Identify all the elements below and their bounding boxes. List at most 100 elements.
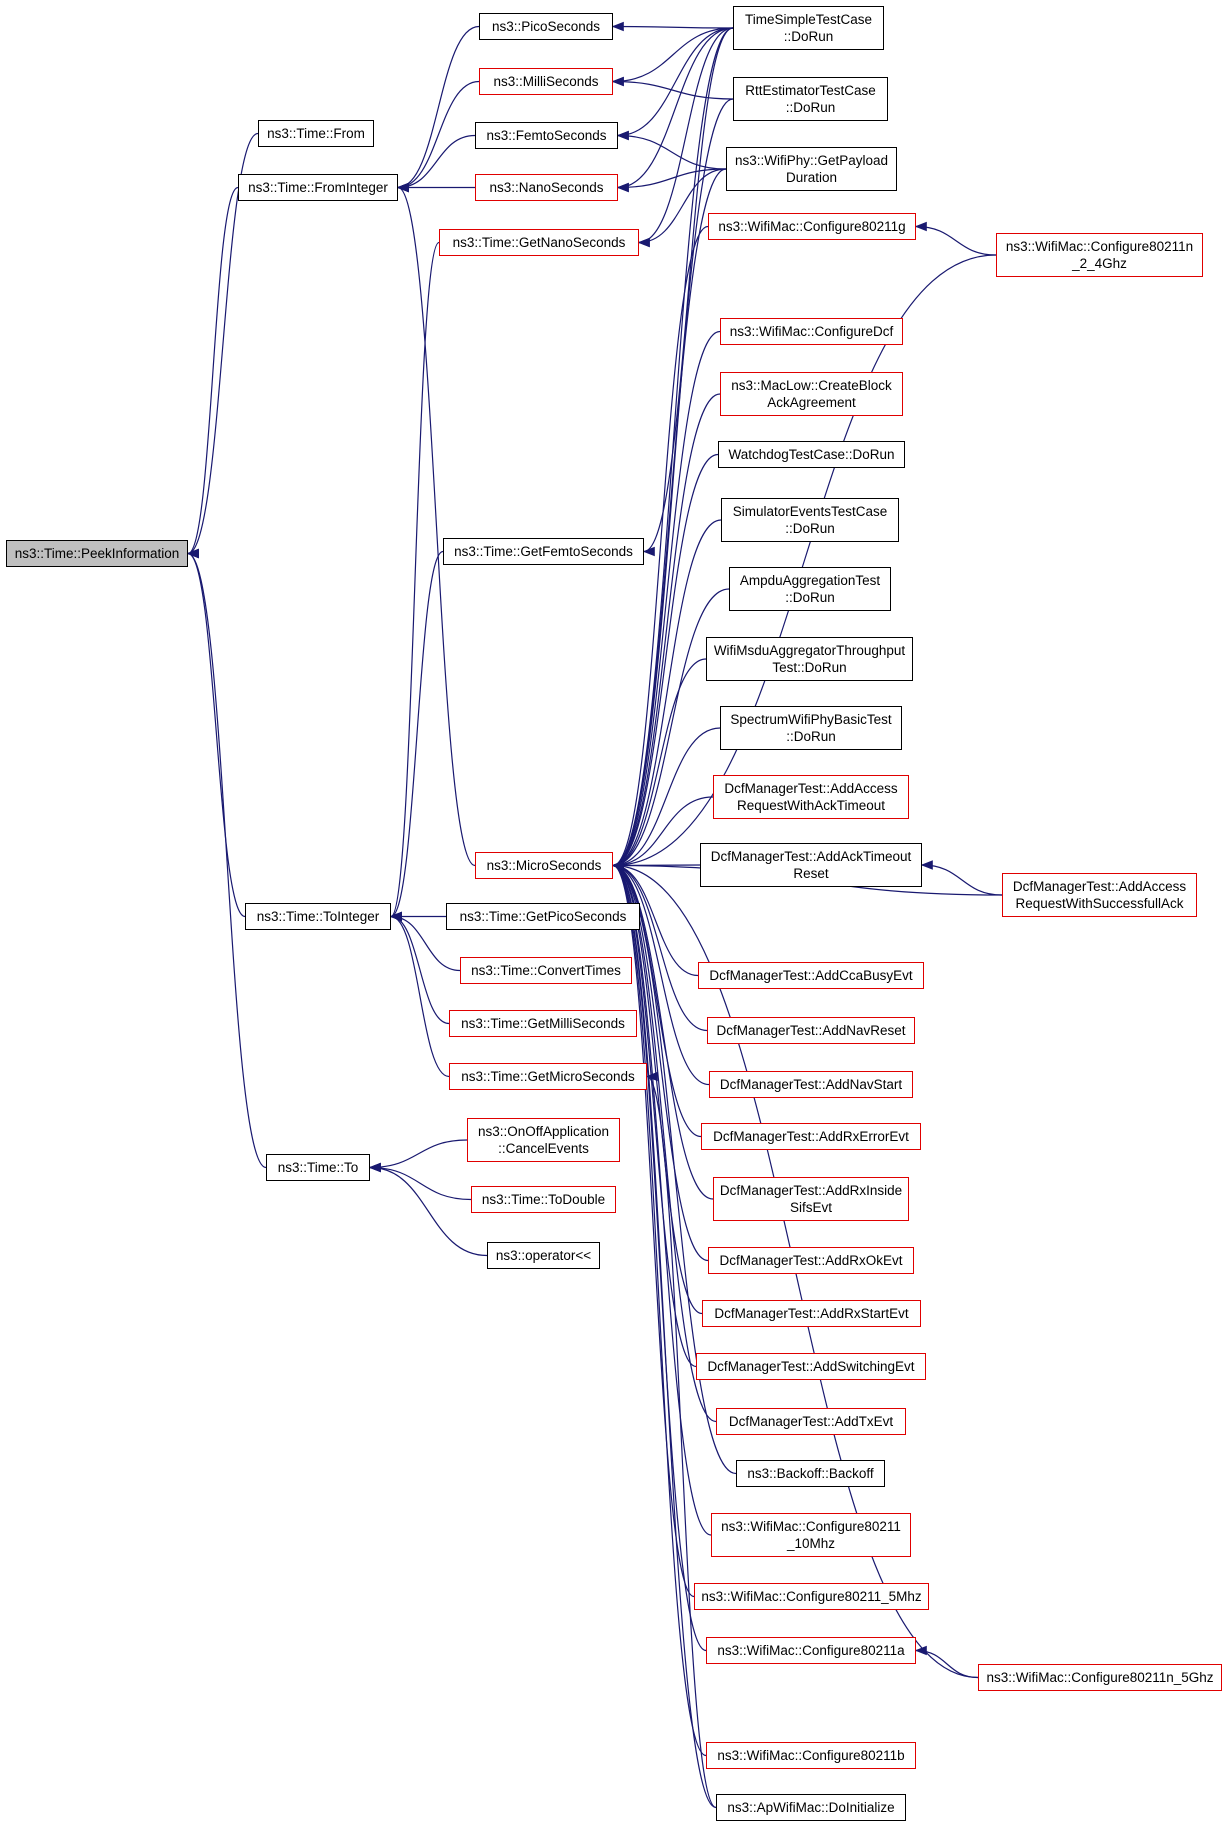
node-femto[interactable]: ns3::FemtoSeconds [475,122,618,149]
node-operator[interactable]: ns3::operator<< [487,1242,600,1269]
node-label: SimulatorEventsTestCase ::DoRun [732,504,888,536]
edge-tointeger-to-peek [186,548,246,918]
node-cfgdcf[interactable]: ns3::WifiMac::ConfigureDcf [720,318,903,345]
edge-wifiphy-to-femto [616,130,727,170]
node-msdu[interactable]: WifiMsduAggregatorThroughput Test::DoRun [706,637,913,681]
node-label: ns3::operator<< [495,1248,592,1263]
node-cfg11b[interactable]: ns3::WifiMac::Configure80211b [706,1742,916,1769]
edge-getnano-to-tointeger [389,241,440,921]
node-tointeger[interactable]: ns3::Time::ToInteger [245,903,391,930]
node-dcfnavreset[interactable]: DcfManagerTest::AddNavReset [707,1017,915,1044]
node-cfg5mhz[interactable]: ns3::WifiMac::Configure80211_5Mhz [694,1583,929,1610]
node-cfg11a[interactable]: ns3::WifiMac::Configure80211a [706,1637,916,1664]
node-to[interactable]: ns3::Time::To [266,1154,370,1181]
node-label: ns3::OnOffApplication ::CancelEvents [477,1124,610,1156]
node-watchdog[interactable]: WatchdogTestCase::DoRun [718,441,905,468]
node-label: TimeSimpleTestCase ::DoRun [744,12,873,44]
node-dcfaccesssucc[interactable]: DcfManagerTest::AddAccess RequestWithSuc… [1002,873,1197,917]
node-backoff[interactable]: ns3::Backoff::Backoff [736,1460,885,1487]
node-dcfrxinside[interactable]: DcfManagerTest::AddRxInside SifsEvt [713,1177,909,1221]
edge-cfg11n5-to-cfg11a [914,1645,979,1679]
node-spectrum[interactable]: SpectrumWifiPhyBasicTest ::DoRun [720,706,902,750]
node-label: ns3::PicoSeconds [491,19,601,34]
node-label: DcfManagerTest::AddAccess RequestWithSuc… [1012,879,1187,911]
node-getpico[interactable]: ns3::Time::GetPicoSeconds [446,903,640,930]
node-dcfacktimeout[interactable]: DcfManagerTest::AddAckTimeout Reset [700,843,922,887]
node-getmilli[interactable]: ns3::Time::GetMilliSeconds [449,1010,637,1037]
node-dcfcca[interactable]: DcfManagerTest::AddCcaBusyEvt [698,962,924,989]
node-label: ns3::Time::To [277,1160,359,1175]
edge-to-to-peek [186,548,267,1169]
node-dcfrxok[interactable]: DcfManagerTest::AddRxOkEvt [708,1247,914,1274]
edge-getmicro-to-tointeger [389,911,450,1078]
node-label: ns3::WifiMac::Configure80211_5Mhz [701,1589,922,1604]
edge-dcfrxinside-to-micro [611,860,714,1200]
node-label: ns3::Time::GetFemtoSeconds [454,544,633,559]
node-todouble[interactable]: ns3::Time::ToDouble [471,1186,616,1213]
node-simevents[interactable]: SimulatorEventsTestCase ::DoRun [721,498,899,542]
node-cfg11g[interactable]: ns3::WifiMac::Configure80211g [708,213,916,240]
node-cfg11n24[interactable]: ns3::WifiMac::Configure80211n _2_4Ghz [996,233,1203,277]
node-label: ns3::Time::ToDouble [481,1192,606,1207]
edge-operator-to-to [368,1162,488,1257]
node-nano[interactable]: ns3::NanoSeconds [475,174,618,201]
node-dcftx[interactable]: DcfManagerTest::AddTxEvt [716,1408,906,1435]
edge-dcfnavstart-to-micro [611,860,710,1086]
node-label: SpectrumWifiPhyBasicTest ::DoRun [730,712,892,744]
node-getnano[interactable]: ns3::Time::GetNanoSeconds [439,229,639,256]
node-label: ns3::WifiMac::Configure80211 _10Mhz [721,1519,901,1551]
node-label: DcfManagerTest::AddRxOkEvt [719,1253,903,1268]
edge-wifiphy-to-getnano [637,168,727,248]
node-micro[interactable]: ns3::MicroSeconds [475,852,613,879]
node-onoff[interactable]: ns3::OnOffApplication ::CancelEvents [467,1118,620,1162]
node-cfg10mhz[interactable]: ns3::WifiMac::Configure80211 _10Mhz [711,1513,911,1557]
node-label: DcfManagerTest::AddNavStart [719,1077,903,1092]
node-label: AmpduAggregationTest ::DoRun [739,573,881,605]
node-frominteger[interactable]: ns3::Time::FromInteger [238,174,398,201]
edge-pico-to-frominteger [396,25,480,193]
node-dcfnavstart[interactable]: DcfManagerTest::AddNavStart [709,1071,913,1098]
edge-onoff-to-to [368,1139,468,1173]
edge-dcfrxok-to-micro [611,860,709,1262]
edge-cfg11n24-to-cfg11g [914,221,997,256]
node-getmicro[interactable]: ns3::Time::GetMicroSeconds [449,1063,647,1090]
edge-cfg11g-to-micro [611,225,709,871]
node-apwifi[interactable]: ns3::ApWifiMac::DoInitialize [716,1794,906,1821]
node-ampdu[interactable]: AmpduAggregationTest ::DoRun [729,567,891,611]
edge-timesimple-to-getfemto [642,27,734,557]
node-convert[interactable]: ns3::Time::ConvertTimes [460,957,632,984]
edge-dcfrxstart-to-micro [611,860,703,1315]
node-cfg11n5[interactable]: ns3::WifiMac::Configure80211n_5Ghz [978,1664,1222,1691]
edge-micro-to-frominteger [396,182,476,867]
edge-frominteger-to-peek [186,186,239,559]
node-label: ns3::WifiMac::Configure80211g [718,219,906,234]
node-wifiphy[interactable]: ns3::WifiPhy::GetPayload Duration [726,147,897,191]
node-dcfswitch[interactable]: DcfManagerTest::AddSwitchingEvt [696,1353,926,1380]
node-pico[interactable]: ns3::PicoSeconds [479,13,613,40]
node-dcfaccessack[interactable]: DcfManagerTest::AddAccess RequestWithAck… [713,775,909,819]
node-label: DcfManagerTest::AddRxInside SifsEvt [719,1183,903,1215]
edge-msdu-to-micro [611,658,707,871]
node-dcfrxstart[interactable]: DcfManagerTest::AddRxStartEvt [702,1300,921,1327]
node-label: ns3::ApWifiMac::DoInitialize [727,1800,895,1815]
node-milli[interactable]: ns3::MilliSeconds [479,68,613,95]
edge-milli-to-frominteger [396,80,480,193]
node-label: ns3::FemtoSeconds [486,128,607,143]
node-getfemto[interactable]: ns3::Time::GetFemtoSeconds [443,538,644,565]
edge-timesimple-to-milli [611,27,734,87]
node-label: ns3::WifiMac::ConfigureDcf [729,324,894,339]
edge-cfg11n24-to-micro [611,254,997,871]
node-rtt[interactable]: RttEstimatorTestCase ::DoRun [733,77,888,121]
node-label: ns3::Time::GetNanoSeconds [452,235,626,250]
edge-dcfnavreset-to-micro [611,860,708,1032]
node-dcfrxerr[interactable]: DcfManagerTest::AddRxErrorEvt [701,1123,921,1150]
node-from[interactable]: ns3::Time::From [258,120,374,147]
node-label: DcfManagerTest::AddAckTimeout Reset [710,849,912,881]
node-maclow[interactable]: ns3::MacLow::CreateBlock AckAgreement [720,372,903,416]
node-label: ns3::Time::GetPicoSeconds [459,909,627,924]
node-label: DcfManagerTest::AddAccess RequestWithAck… [724,781,898,813]
node-label: ns3::MicroSeconds [486,858,602,873]
node-label: ns3::Backoff::Backoff [747,1466,874,1481]
node-timesimple[interactable]: TimeSimpleTestCase ::DoRun [733,6,884,50]
